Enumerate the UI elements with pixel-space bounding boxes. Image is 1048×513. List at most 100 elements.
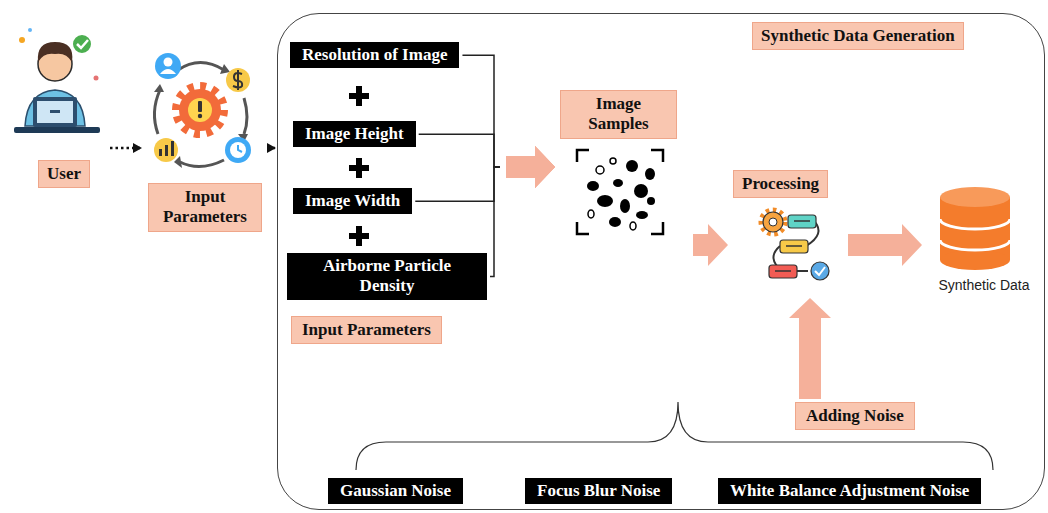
particles-icon bbox=[645, 168, 655, 180]
database-icon bbox=[940, 187, 1010, 270]
particles-icon bbox=[609, 217, 621, 227]
block-arrow bbox=[419, 134, 500, 167]
parameters-icon bbox=[225, 137, 251, 163]
parameters-icon bbox=[178, 63, 224, 71]
user-icon bbox=[38, 42, 73, 62]
plus-sign bbox=[356, 226, 362, 246]
block-arrow bbox=[848, 224, 922, 266]
particles-icon bbox=[596, 166, 604, 174]
processing-icon bbox=[763, 212, 783, 232]
parameters-icon bbox=[188, 98, 212, 122]
parameter-box: Airborne Particle Density bbox=[287, 253, 487, 300]
user-icon bbox=[14, 127, 100, 133]
user-icon bbox=[72, 34, 92, 54]
user-icon bbox=[77, 40, 88, 48]
processing-icon bbox=[769, 265, 797, 278]
node-label: Synthetic Data bbox=[925, 277, 1043, 293]
processing-icon bbox=[794, 220, 810, 222]
node-label: Image Samples bbox=[560, 90, 677, 139]
user-icon bbox=[37, 101, 73, 123]
node-label: User bbox=[38, 160, 90, 188]
parameter-box: Image Height bbox=[293, 121, 416, 147]
parameters-icon bbox=[180, 160, 224, 167]
processing-icon bbox=[761, 210, 829, 280]
user-icon bbox=[94, 76, 99, 81]
box-text: Image Height bbox=[305, 124, 404, 144]
plus-sign bbox=[349, 86, 369, 246]
user-icon bbox=[14, 28, 100, 133]
block-arrow bbox=[490, 146, 555, 276]
section-label: Adding Noise bbox=[795, 402, 915, 430]
block-arrow bbox=[506, 146, 555, 188]
box-text: Image Width bbox=[305, 191, 400, 211]
block-arrow bbox=[506, 146, 555, 188]
processing-icon bbox=[761, 210, 785, 234]
particles-icon bbox=[620, 199, 630, 213]
parameters-icon bbox=[165, 145, 168, 156]
parameters-icon bbox=[154, 84, 164, 92]
user-icon bbox=[19, 37, 25, 43]
particles-icon bbox=[588, 210, 594, 218]
particles-icon bbox=[647, 197, 655, 205]
input-parameters-node: Input Parameters bbox=[143, 38, 265, 238]
dotted-arrow bbox=[110, 147, 141, 150]
dotted-arrow bbox=[110, 148, 141, 149]
processing-icon bbox=[811, 262, 829, 280]
block-arrow bbox=[693, 224, 728, 266]
processing-icon bbox=[775, 270, 791, 272]
block-arrow bbox=[848, 224, 922, 266]
plus-sign bbox=[356, 86, 362, 106]
parameters-icon bbox=[226, 68, 250, 92]
processing-icon bbox=[788, 215, 816, 228]
parameters-icon bbox=[179, 89, 221, 131]
parameters-icon bbox=[238, 145, 242, 152]
parameters-icon bbox=[174, 156, 182, 168]
block-arrow bbox=[789, 298, 831, 399]
block-arrow bbox=[789, 298, 831, 399]
processing-icon bbox=[786, 245, 802, 247]
block-arrow bbox=[415, 167, 500, 201]
noise-box: Gaussian Noise bbox=[328, 478, 463, 504]
database-icon bbox=[940, 187, 1010, 207]
processing-icon bbox=[780, 240, 808, 253]
user-icon bbox=[50, 110, 60, 113]
dotted-arrow bbox=[267, 148, 275, 149]
particles-icon bbox=[634, 184, 648, 198]
parameter-box: Resolution of Image bbox=[290, 42, 459, 68]
node-label: Processing bbox=[733, 170, 828, 198]
box-text: Focus Blur Noise bbox=[537, 481, 660, 501]
parameters-icon bbox=[171, 141, 174, 156]
parameters-icon bbox=[164, 58, 173, 67]
processing-icon bbox=[796, 270, 808, 272]
image-samples-node: Image Samples bbox=[558, 88, 690, 250]
parameters-icon bbox=[233, 70, 242, 90]
noise-box: White Balance Adjustment Noise bbox=[718, 478, 981, 504]
parameter-box: Image Width bbox=[293, 188, 412, 214]
box-text: White Balance Adjustment Noise bbox=[730, 481, 969, 501]
user-node: User bbox=[8, 20, 108, 195]
block-arrow bbox=[462, 55, 555, 188]
node-label: Input Parameters bbox=[148, 183, 262, 232]
block-arrow bbox=[506, 146, 555, 188]
box-text: Resolution of Image bbox=[302, 45, 447, 65]
box-text: Airborne Particle Density bbox=[299, 256, 475, 297]
noise-box: Focus Blur Noise bbox=[525, 478, 672, 504]
parameters-icon bbox=[198, 114, 202, 118]
parameters-icon bbox=[159, 149, 162, 156]
synthetic-data-node: Synthetic Data bbox=[925, 180, 1045, 302]
block-arrow bbox=[419, 134, 555, 188]
particles-icon bbox=[577, 150, 663, 234]
dotted-arrow bbox=[267, 147, 275, 150]
processing-icon bbox=[815, 267, 825, 275]
noise-brace bbox=[356, 402, 993, 470]
parameters-icon bbox=[155, 53, 181, 79]
particles-icon bbox=[636, 211, 648, 219]
database-icon bbox=[940, 219, 1010, 229]
parameters-icon bbox=[154, 53, 251, 168]
parameters-icon bbox=[220, 64, 230, 74]
particles-icon bbox=[610, 158, 616, 164]
parameters-icon bbox=[154, 138, 178, 162]
user-icon bbox=[25, 90, 85, 126]
